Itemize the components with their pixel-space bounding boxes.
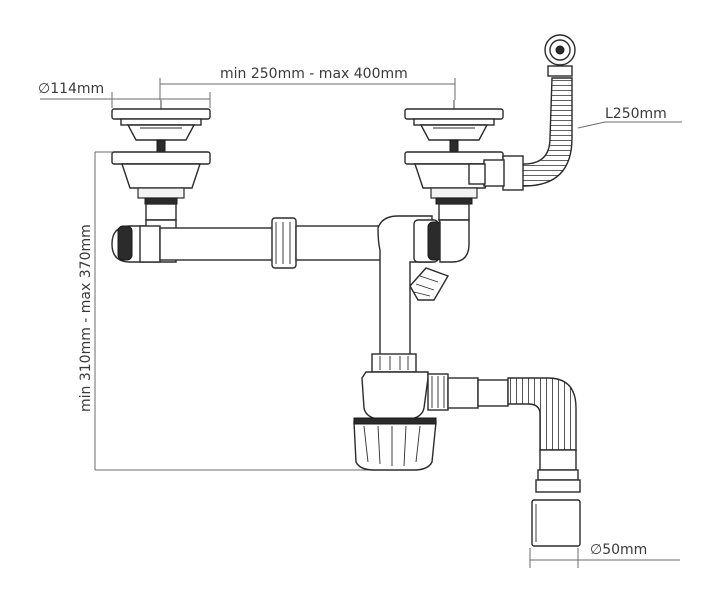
left-strainer [111,100,211,221]
appliance-inlet-spigot [409,267,450,301]
bottle-trap [353,353,437,471]
strainer-diameter-label: ∅114mm [38,81,104,97]
horizontal-connector-pipe [111,215,470,373]
outlet-hose [427,373,581,547]
height-range-dimension: min 310mm - max 370mm [78,151,400,471]
height-range-label: min 310mm - max 370mm [78,224,94,412]
overflow-hose-length-label: L250mm [605,106,667,122]
strainer-diameter-dimension: ∅114mm [38,81,211,108]
outlet-diameter-dimension: ∅50mm [529,542,680,568]
strainer-spacing-label: min 250mm - max 400mm [220,66,408,82]
overflow-hose-length-dimension: L250mm [577,106,682,129]
overflow-hose [468,34,576,191]
outlet-diameter-label: ∅50mm [590,542,647,558]
strainer-spacing-dimension: min 250mm - max 400mm [159,66,456,100]
